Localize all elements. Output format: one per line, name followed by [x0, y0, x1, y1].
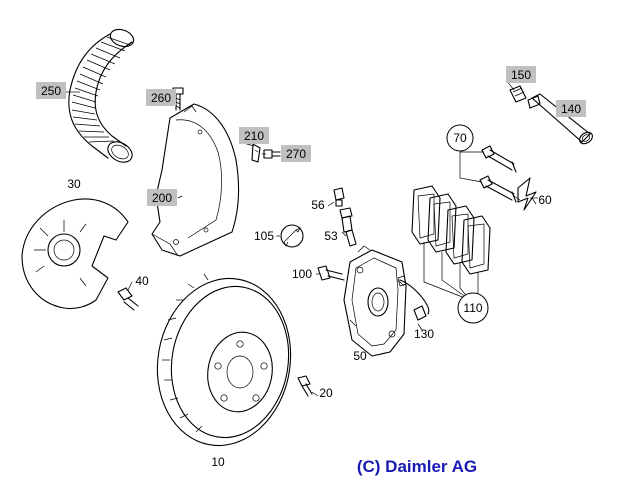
label-150: 150	[506, 66, 536, 83]
label-text: 110	[463, 301, 482, 315]
label-60: 60	[538, 193, 552, 207]
label-250: 250	[36, 82, 66, 99]
part-56-bleeder-cap[interactable]	[333, 187, 345, 207]
label-box	[36, 82, 66, 99]
label-text: 150	[511, 68, 531, 82]
part-130-wear-sensor[interactable]	[397, 275, 430, 321]
label-70: 70	[446, 124, 474, 152]
part-30-backing-plate[interactable]	[21, 198, 129, 310]
label-text: 70	[453, 131, 467, 145]
label-text: 250	[41, 84, 61, 98]
label-text: 260	[151, 91, 171, 105]
label-box	[506, 66, 536, 83]
label-box	[281, 145, 311, 162]
part-250-air-duct[interactable]	[68, 26, 136, 166]
copyright-notice: (C) Daimler AG	[357, 457, 477, 476]
label-box	[239, 127, 269, 144]
label-210: 210	[239, 127, 269, 144]
leader-lines	[66, 79, 561, 397]
label-circle	[457, 292, 489, 324]
part-270-screw[interactable]	[263, 149, 281, 159]
label-text: 140	[561, 102, 581, 116]
label-40: 40	[135, 274, 149, 288]
part-105-wrench-symbol[interactable]	[280, 224, 304, 248]
label-10: 10	[211, 455, 225, 469]
part-140-guide-sleeve[interactable]	[527, 93, 595, 146]
label-105: 105	[254, 229, 274, 243]
label-text: 200	[152, 191, 172, 205]
label-100: 100	[292, 267, 312, 281]
label-140: 140	[556, 100, 586, 117]
label-box	[147, 189, 177, 206]
label-box	[146, 89, 176, 106]
part-40-bolt[interactable]	[117, 287, 139, 311]
label-130: 130	[414, 327, 434, 341]
label-20: 20	[319, 386, 333, 400]
part-53-bleeder-valve[interactable]	[339, 207, 357, 247]
part-60-spring-clip[interactable]	[513, 177, 537, 211]
label-30: 30	[67, 177, 81, 191]
label-53: 53	[324, 229, 338, 243]
label-260: 260	[146, 89, 176, 106]
part-50-brake-caliper[interactable]	[343, 245, 407, 357]
part-10-brake-disc[interactable]	[144, 268, 303, 456]
label-200: 200	[147, 189, 177, 206]
part-210-clip[interactable]	[251, 143, 261, 163]
label-110: 110	[457, 292, 489, 324]
part-110-brake-pads[interactable]	[411, 185, 491, 275]
part-20-screw[interactable]	[297, 375, 313, 397]
part-200-splash-shield[interactable]	[151, 103, 240, 257]
part-100-caliper-bolt[interactable]	[317, 265, 345, 281]
label-text: 270	[286, 147, 306, 161]
label-56: 56	[311, 198, 325, 212]
label-box	[556, 100, 586, 117]
part-70-guide-pins[interactable]	[479, 145, 517, 203]
label-text: 210	[244, 129, 264, 143]
label-270: 270	[281, 145, 311, 162]
label-circle	[446, 124, 474, 152]
label-50: 50	[353, 349, 367, 363]
part-150-bolt-cap[interactable]	[509, 85, 527, 103]
